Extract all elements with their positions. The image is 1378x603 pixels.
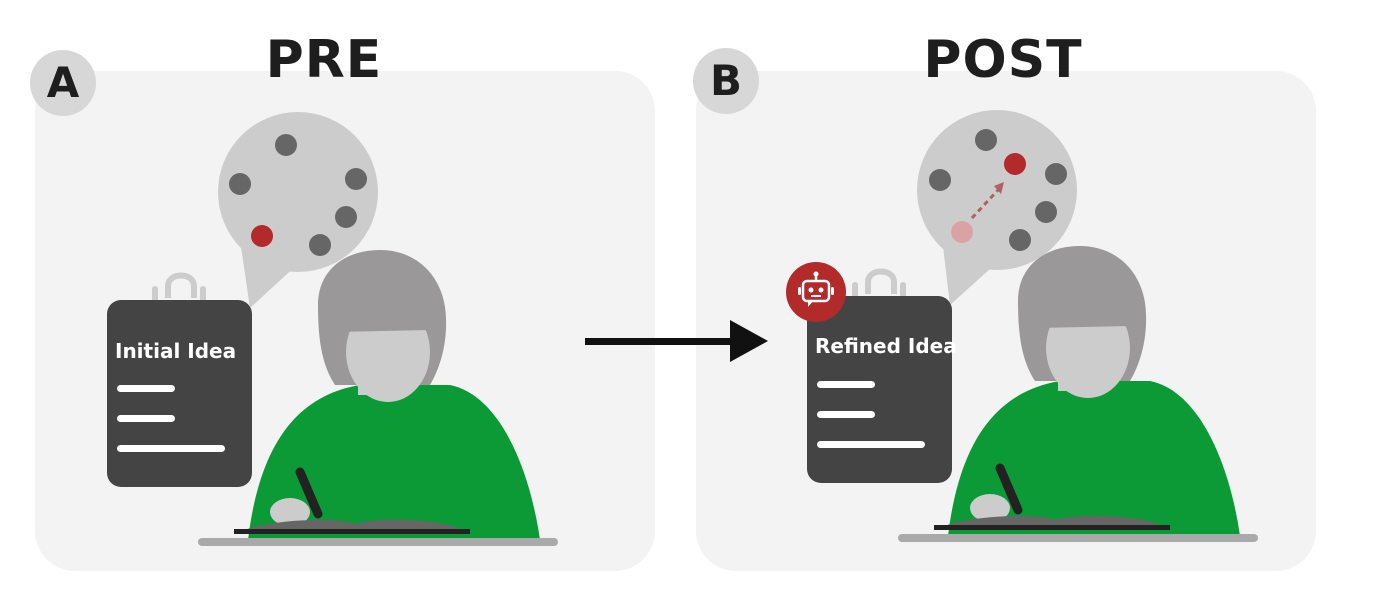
notepad xyxy=(107,272,252,487)
arrow-right-icon xyxy=(585,320,768,362)
person-writing xyxy=(248,250,540,540)
person-writing xyxy=(948,246,1240,536)
desk xyxy=(198,520,558,546)
notepad-title: Initial Idea xyxy=(115,339,237,363)
thought-bubble xyxy=(917,110,1077,305)
idea-dot xyxy=(335,206,357,228)
refined-idea-dot xyxy=(1004,153,1026,175)
previous-idea-dot xyxy=(951,221,973,243)
notepad-title: Refined Idea xyxy=(815,334,957,358)
panel-a-badge: A xyxy=(30,50,96,116)
panel-b-badge: B xyxy=(693,48,759,114)
idea-dot xyxy=(275,134,297,156)
idea-dot xyxy=(1009,229,1031,251)
idea-dot xyxy=(345,168,367,190)
pen-icon xyxy=(295,467,323,519)
idea-dot xyxy=(929,169,951,191)
notepad xyxy=(807,268,952,483)
open-book xyxy=(944,516,1162,526)
idea-dot xyxy=(229,173,251,195)
robot-icon xyxy=(786,262,846,322)
thought-bubble xyxy=(218,112,378,308)
pre-title: PRE xyxy=(265,30,383,90)
idea-dot xyxy=(975,129,997,151)
post-title: POST xyxy=(923,30,1083,90)
open-book xyxy=(244,520,462,530)
desk xyxy=(898,516,1258,542)
idea-dot xyxy=(1045,163,1067,185)
selected-idea-dot xyxy=(251,225,273,247)
idea-dot xyxy=(1035,201,1057,223)
idea-dot xyxy=(309,234,331,256)
pen-icon xyxy=(995,463,1023,515)
